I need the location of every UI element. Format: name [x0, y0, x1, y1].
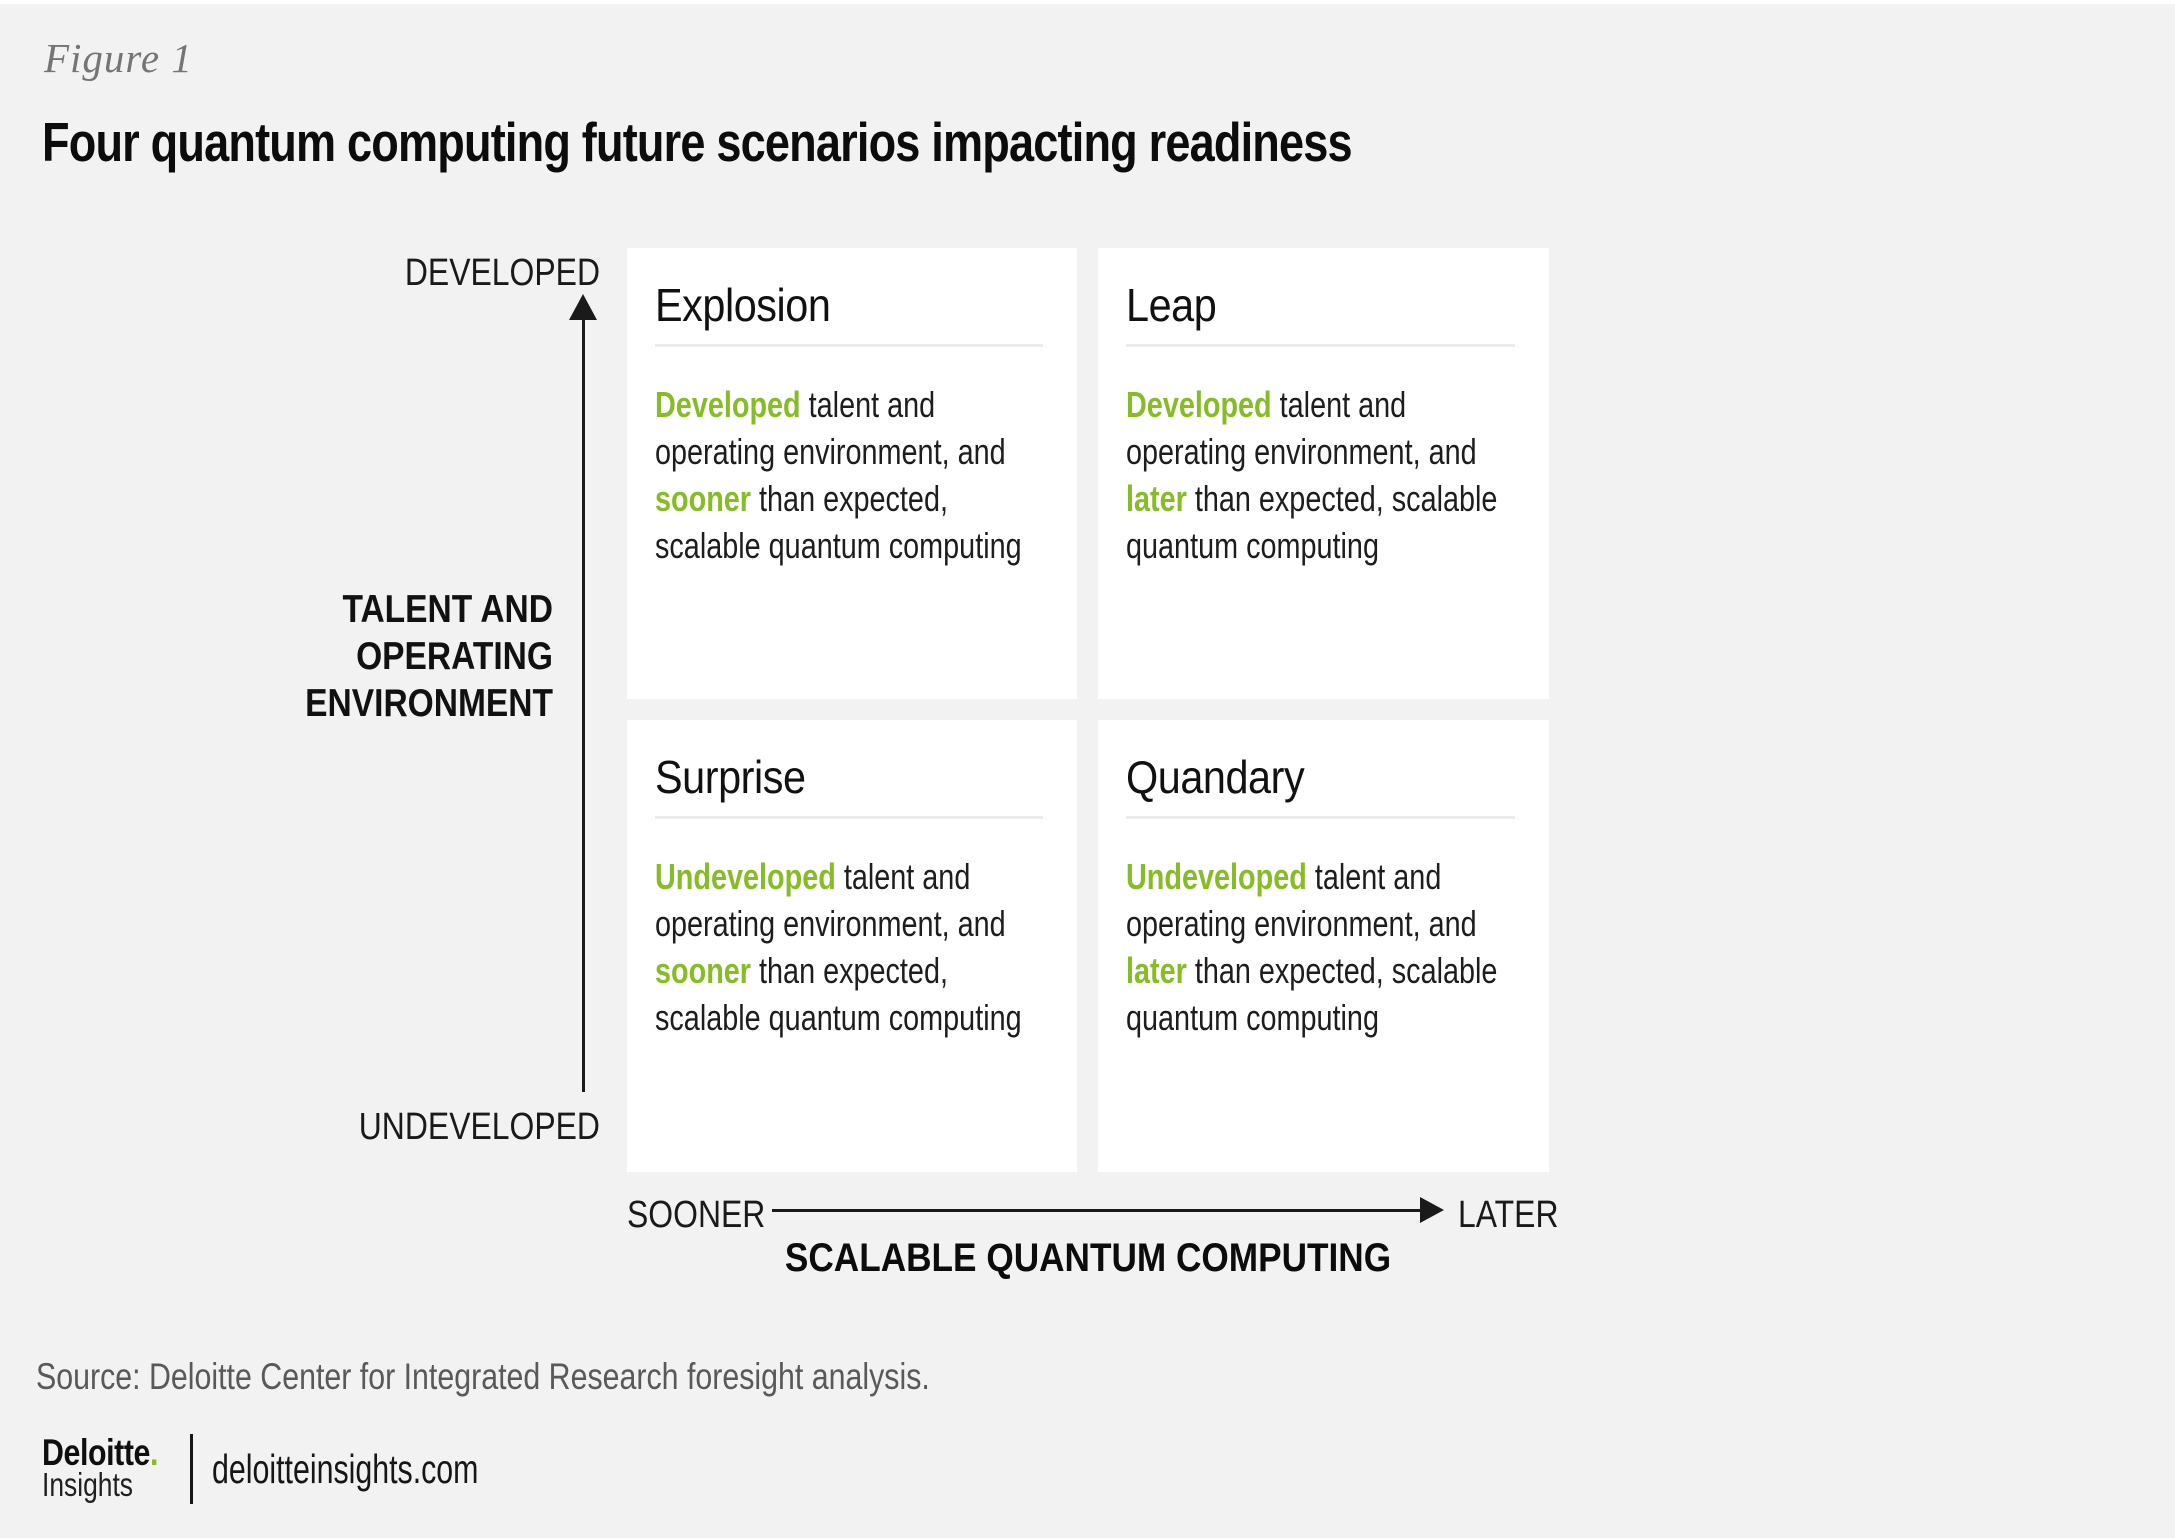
y-axis-top-label: DEVELOPED	[404, 252, 600, 294]
website-link: deloitteinsights.com	[212, 1446, 479, 1492]
y-axis-arrowhead-icon	[569, 294, 597, 320]
body-text: operating environment, and	[1126, 903, 1477, 944]
quadrant-quandary: Quandary Undeveloped talent and operatin…	[1098, 720, 1549, 1172]
body-text: than expected,	[751, 950, 948, 991]
y-axis-title: TALENT AND OPERATING ENVIRONMENT	[192, 586, 553, 727]
logo-divider	[190, 1434, 193, 1504]
divider	[655, 344, 1043, 347]
body-text: talent and	[1306, 856, 1442, 897]
highlight-word: Undeveloped	[1126, 856, 1307, 897]
highlight-word: Developed	[1126, 384, 1272, 425]
highlight-word: Undeveloped	[655, 856, 836, 897]
body-text: than expected,	[751, 478, 948, 519]
quadrant-quandary-title: Quandary	[1126, 751, 1305, 803]
body-text: than expected, scalable	[1186, 478, 1498, 519]
deloitte-logo-text: Deloitte	[42, 1432, 150, 1473]
quadrant-surprise: Surprise Undeveloped talent and operatin…	[627, 720, 1077, 1172]
top-strip	[0, 0, 2175, 4]
body-text: talent and	[835, 856, 971, 897]
body-text: operating environment, and	[1126, 431, 1477, 472]
deloitte-insights-text: Insights	[42, 1466, 133, 1503]
x-axis-title: SCALABLE QUANTUM COMPUTING	[784, 1236, 1392, 1280]
deloitte-logo-green-dot: .	[149, 1432, 159, 1473]
quadrant-explosion-title: Explosion	[655, 279, 831, 331]
source-note: Source: Deloitte Center for Integrated R…	[36, 1356, 930, 1397]
quadrant-surprise-description: Undeveloped talent and operating environ…	[655, 853, 1022, 1041]
quadrant-surprise-title: Surprise	[655, 751, 806, 803]
divider	[655, 816, 1043, 819]
body-text: quantum computing	[1126, 997, 1379, 1038]
y-axis-bottom-label: UNDEVELOPED	[358, 1106, 600, 1148]
quadrant-leap-description: Developed talent and operating environme…	[1126, 381, 1497, 569]
quadrant-explosion: Explosion Developed talent and operating…	[627, 248, 1077, 699]
deloitte-logo: Deloitte.	[42, 1432, 158, 1474]
divider	[1126, 344, 1515, 347]
x-axis-right-label: LATER	[1458, 1194, 1559, 1236]
y-axis-arrow-line	[582, 316, 585, 1092]
body-text: operating environment, and	[655, 903, 1006, 944]
body-text: operating environment, and	[655, 431, 1006, 472]
body-text: quantum computing	[1126, 525, 1379, 566]
figure-label: Figure 1	[44, 35, 193, 81]
quadrant-leap: Leap Developed talent and operating envi…	[1098, 248, 1549, 699]
body-text: scalable quantum computing	[655, 997, 1022, 1038]
quadrant-explosion-description: Developed talent and operating environme…	[655, 381, 1022, 569]
body-text: talent and	[800, 384, 936, 425]
page-title: Four quantum computing future scenarios …	[42, 111, 1353, 173]
body-text: than expected, scalable	[1186, 950, 1498, 991]
highlight-word: later	[1126, 478, 1187, 519]
highlight-word: later	[1126, 950, 1187, 991]
divider	[1126, 816, 1515, 819]
x-axis-arrow-line	[772, 1209, 1422, 1212]
y-axis-title-line: ENVIRONMENT	[305, 682, 553, 725]
body-text: talent and	[1271, 384, 1407, 425]
highlight-word: Developed	[655, 384, 801, 425]
body-text: scalable quantum computing	[655, 525, 1022, 566]
x-axis-left-label: SOONER	[627, 1194, 766, 1236]
quadrant-leap-title: Leap	[1126, 279, 1217, 331]
highlight-word: sooner	[655, 950, 752, 991]
highlight-word: sooner	[655, 478, 752, 519]
quadrant-quandary-description: Undeveloped talent and operating environ…	[1126, 853, 1497, 1041]
x-axis-arrowhead-icon	[1420, 1197, 1444, 1223]
y-axis-title-line: OPERATING	[356, 635, 553, 678]
y-axis-title-line: TALENT AND	[342, 588, 553, 631]
